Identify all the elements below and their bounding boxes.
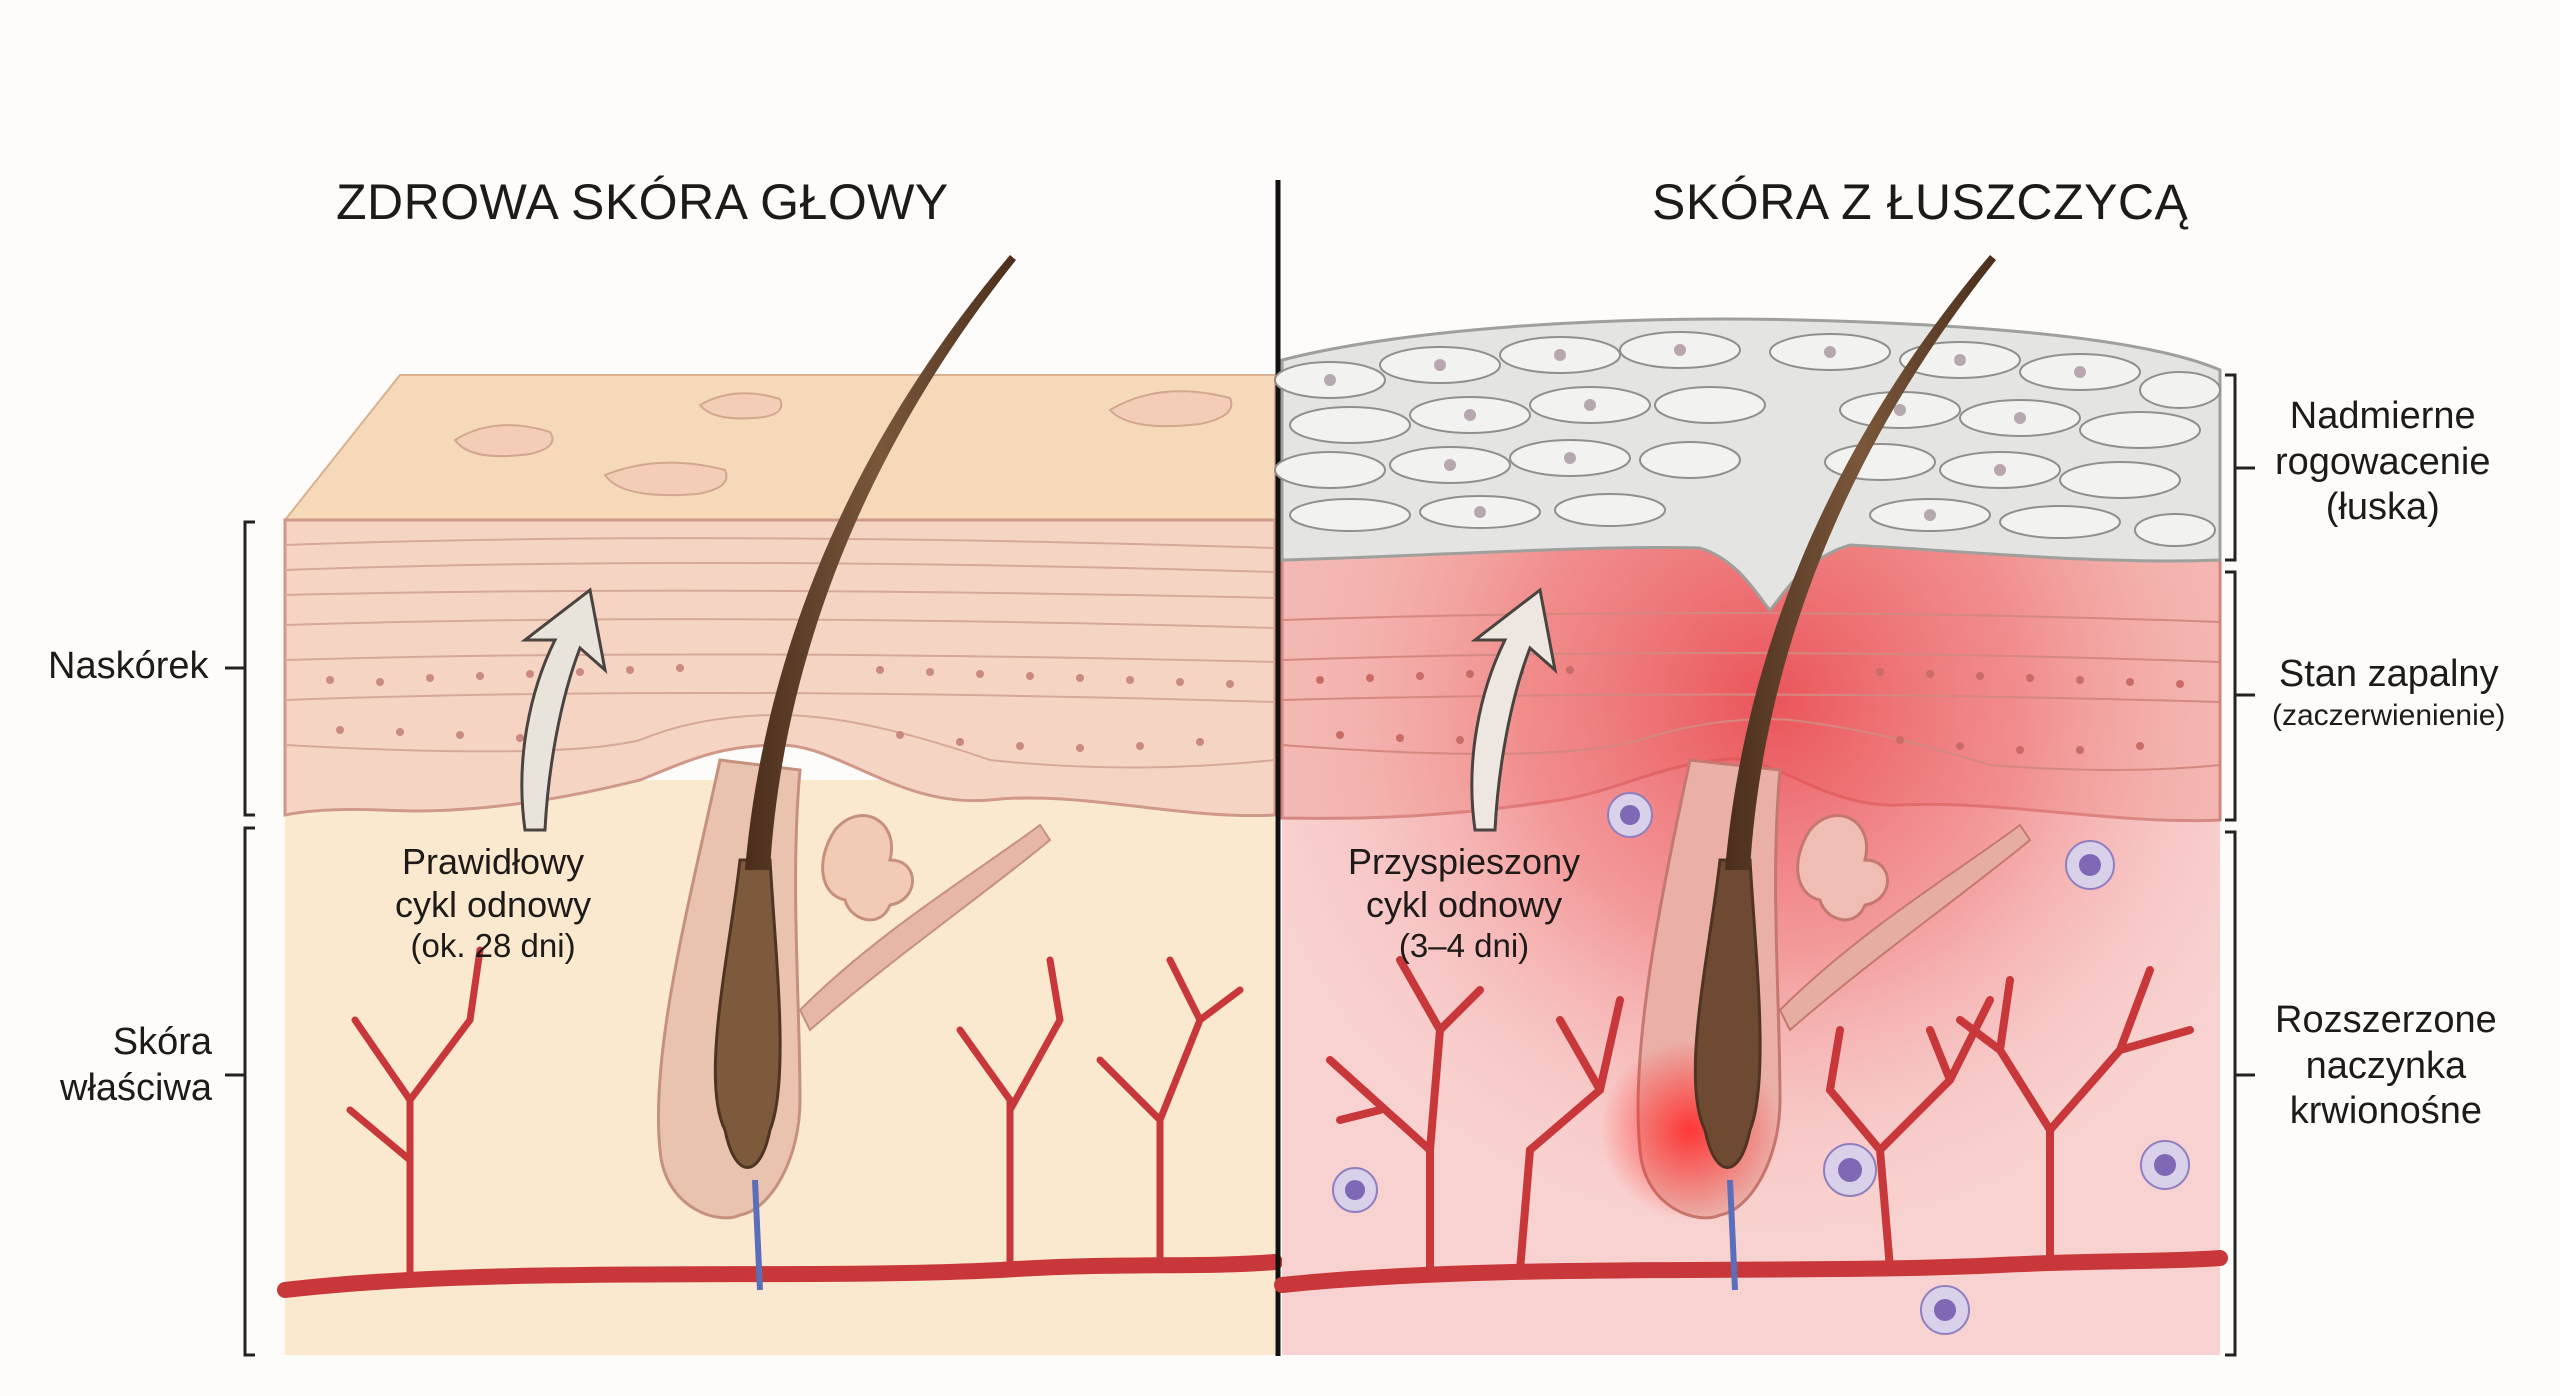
inflammation-label-line-2: (zaczerwienienie) bbox=[2272, 698, 2506, 732]
healthy-blood-vessels bbox=[277, 946, 1283, 1298]
scale-label: Nadmierne rogowacenie (łuska) bbox=[2275, 394, 2490, 531]
scale-label-line-1: Nadmierne bbox=[2289, 395, 2476, 437]
healthy-cycle-line-2: cykl odnowy bbox=[395, 884, 592, 926]
dermis-label: Skóra właściwa bbox=[60, 1020, 212, 1111]
vessels-label-line-3: krwionośne bbox=[2289, 1090, 2482, 1133]
surface-flakes bbox=[453, 390, 1233, 497]
healthy-cycle-label: Prawidłowy cykl odnowy (ok. 28 dni) bbox=[395, 840, 591, 966]
inflammation-label-line-1: Stan zapalny bbox=[2278, 653, 2499, 695]
immune-cell-nuclei bbox=[1345, 805, 2176, 1321]
healthy-renewal-arrow bbox=[520, 587, 608, 832]
healthy-papilla-vessel bbox=[752, 1179, 763, 1291]
scale-label-line-3: (łuska) bbox=[2325, 486, 2440, 529]
scale-bracket bbox=[2225, 373, 2255, 562]
inflammation-bracket bbox=[2225, 570, 2255, 822]
healthy-sebaceous-gland bbox=[821, 814, 914, 922]
psoriasis-cycle-line-1: Przyspieszony bbox=[1348, 841, 1581, 882]
psoriasis-renewal-arrow bbox=[1470, 587, 1558, 832]
vessels-label-line-1: Rozszerzone bbox=[2275, 999, 2497, 1041]
healthy-cycle-line-3: (ok. 28 dni) bbox=[410, 927, 576, 965]
psoriasis-blood-vessels bbox=[1274, 956, 2228, 1293]
dermis-label-line-2: właściwa bbox=[60, 1066, 213, 1109]
psoriasis-cycle-line-2: cykl odnowy bbox=[1366, 884, 1563, 926]
psoriasis-panel-title: SKÓRA Z ŁUSZCZYCĄ bbox=[1652, 174, 2189, 230]
psoriasis-papilla-vessel bbox=[1727, 1179, 1738, 1291]
psoriasis-arrector-muscle bbox=[1778, 823, 2032, 1032]
epidermis-stratum-lines bbox=[284, 537, 1276, 769]
psoriasis-stratum-lines bbox=[1281, 611, 2221, 771]
vessels-bracket bbox=[2225, 830, 2255, 1357]
psoriasis-cycle-line-3: (3–4 dni) bbox=[1398, 927, 1530, 965]
epidermis-cells bbox=[326, 664, 1234, 752]
psoriasis-cycle-label: Przyspieszony cykl odnowy (3–4 dni) bbox=[1348, 840, 1580, 966]
left-brackets bbox=[225, 520, 255, 1357]
scale-label-line-2: rogowacenie bbox=[2275, 440, 2491, 483]
epidermis-label: Naskórek bbox=[48, 645, 209, 687]
healthy-arrector-muscle bbox=[798, 823, 1052, 1032]
right-brackets bbox=[2225, 373, 2255, 1357]
psoriasis-skin-panel bbox=[1274, 255, 2228, 1355]
inflammation-label: Stan zapalny (zaczerwienienie) bbox=[2272, 652, 2505, 734]
psoriasis-hair-shaft bbox=[1725, 255, 1996, 870]
vessels-label: Rozszerzone naczynka krwionośne bbox=[2275, 998, 2497, 1135]
vessels-label-line-2: naczynka bbox=[2305, 1044, 2467, 1087]
epidermis-bracket bbox=[225, 520, 255, 817]
scale-cell-nuclei bbox=[1324, 344, 2086, 521]
healthy-cycle-line-1: Prawidłowy bbox=[402, 841, 585, 882]
healthy-hair-bulb bbox=[713, 858, 782, 1169]
healthy-panel-title: ZDROWA SKÓRA GŁOWY bbox=[336, 174, 949, 230]
dermis-label-line-1: Skóra bbox=[112, 1021, 213, 1063]
psoriasis-hair-bulb bbox=[1693, 858, 1762, 1169]
psoriasis-epidermis-cells bbox=[1316, 666, 2184, 754]
healthy-skin-panel bbox=[277, 255, 1283, 1355]
psoriasis-sebaceous-gland bbox=[1796, 814, 1889, 922]
psoriasis-scale-layer bbox=[1280, 317, 2222, 613]
healthy-skin-surface bbox=[282, 374, 1276, 521]
dermis-bracket bbox=[225, 826, 255, 1357]
healthy-hair-shaft bbox=[745, 255, 1016, 870]
